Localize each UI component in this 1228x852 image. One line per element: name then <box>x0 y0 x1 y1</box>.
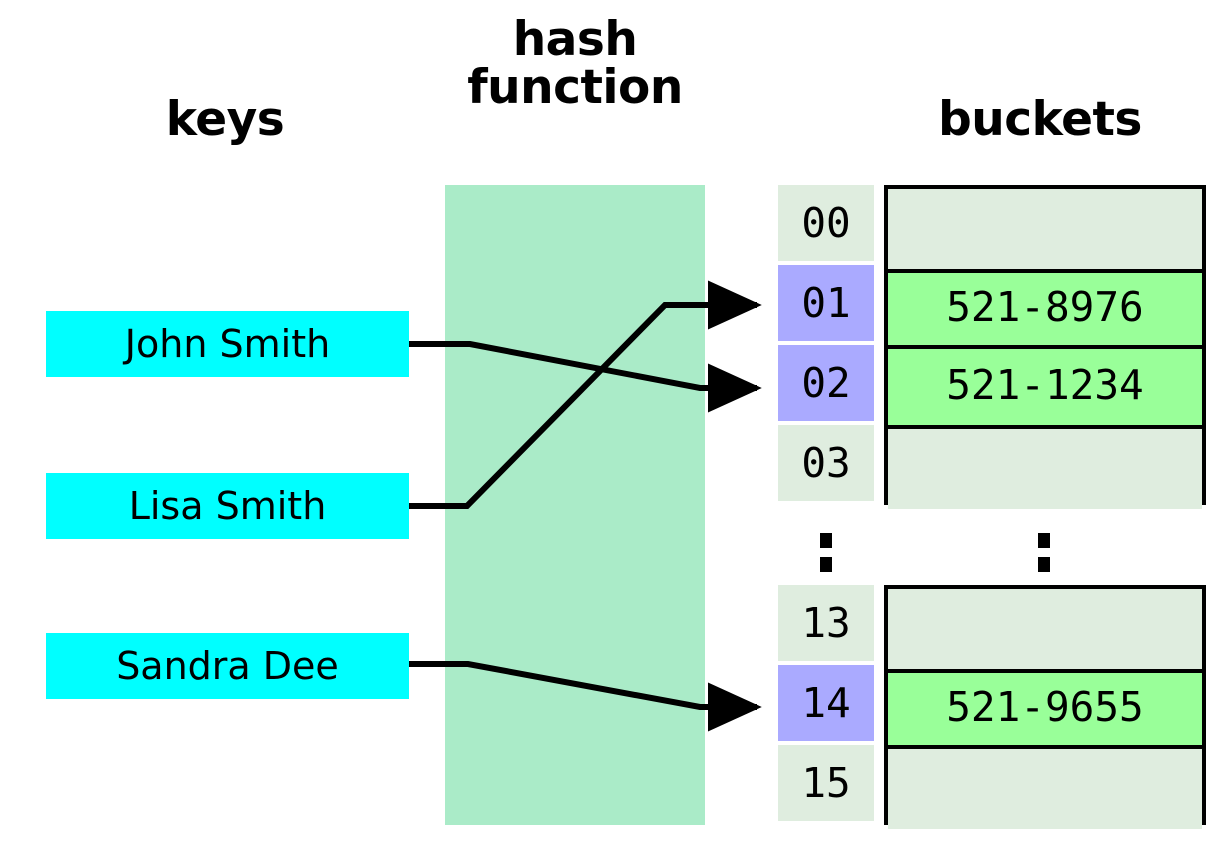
keys-column-heading: keys <box>165 92 285 147</box>
bucket-cell-03 <box>888 429 1202 509</box>
bucket-index-14: 14 <box>778 665 874 741</box>
key-box-john-smith[interactable]: John Smith <box>46 311 409 377</box>
bucket-cell-02: 521-1234 <box>888 349 1202 429</box>
bucket-cell-01: 521-8976 <box>888 269 1202 349</box>
bucket-index-13: 13 <box>778 585 874 661</box>
hash-function-band <box>445 185 705 825</box>
bucket-index-01: 01 <box>778 265 874 341</box>
bucket-cell-15 <box>888 749 1202 829</box>
bucket-index-02: 02 <box>778 345 874 421</box>
bucket-index-03: 03 <box>778 425 874 501</box>
index-column-ellipsis-icon <box>820 533 834 572</box>
bucket-index-00: 00 <box>778 185 874 261</box>
bucket-cell-13 <box>888 589 1202 669</box>
bucket-cell-00 <box>888 189 1202 269</box>
bucket-group-bottom: 521-9655 <box>884 585 1206 829</box>
key-box-lisa-smith[interactable]: Lisa Smith <box>46 473 409 539</box>
hash-function-column-heading: hash function <box>467 12 683 115</box>
key-box-sandra-dee[interactable]: Sandra Dee <box>46 633 409 699</box>
buckets-column-heading: buckets <box>938 92 1142 147</box>
bucket-column-ellipsis-icon <box>1038 533 1052 572</box>
bucket-index-15: 15 <box>778 745 874 821</box>
bucket-group-top: 521-8976 521-1234 <box>884 185 1206 509</box>
bucket-cell-14: 521-9655 <box>888 669 1202 749</box>
